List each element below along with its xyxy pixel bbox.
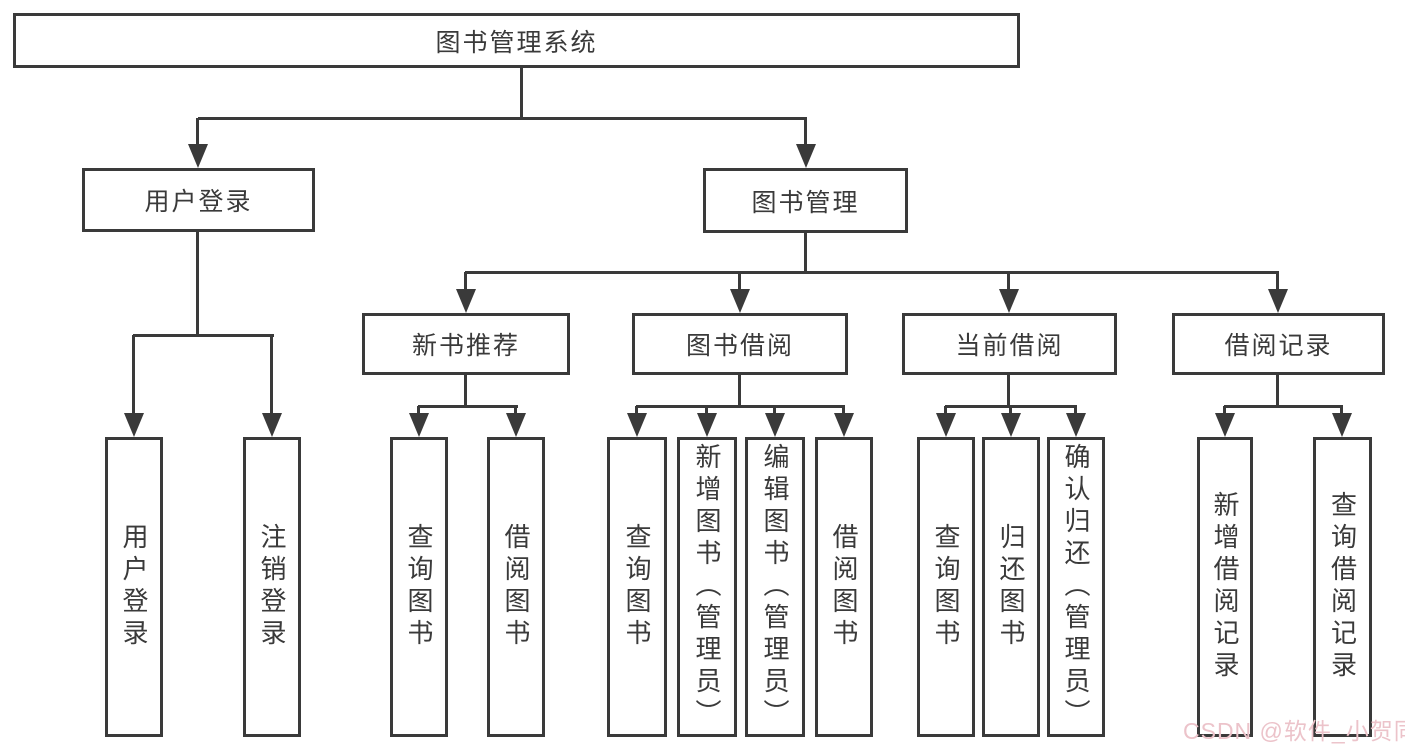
arrow-down-icon [188,144,208,168]
connector-stem [738,375,741,406]
connector-drop [804,118,807,146]
node-current-borrow: 当前借阅 [902,313,1117,375]
connector-drop [1074,406,1077,415]
connector-stem [196,232,199,335]
leaf-borrow-book-newbook: 借阅图书 [487,437,545,737]
arrow-down-icon [1001,413,1021,437]
node-new-book-recommend: 新书推荐 [362,313,570,375]
leaf-add-book-admin: 新增图书（管理员） [677,437,737,737]
leaf-return-book: 归还图书 [982,437,1040,737]
connector-drop [270,335,273,415]
connector-drop [944,406,947,415]
arrow-down-icon [506,413,526,437]
arrow-down-icon [796,144,816,168]
connector-drop [1276,272,1279,291]
arrow-down-icon [262,413,282,437]
connector-drop [738,272,741,291]
leaf-query-borrow-record: 查询借阅记录 [1313,437,1372,737]
connector-stem [1276,375,1279,406]
connector-stem [1007,375,1010,406]
leaf-query-book-newbook: 查询图书 [390,437,448,737]
connector-drop [842,406,845,415]
connector-drop [132,335,135,415]
arrow-down-icon [627,413,647,437]
arrow-down-icon [834,413,854,437]
connector-stem [464,375,467,406]
connector-drop [464,272,467,291]
connector-rail [636,405,845,408]
node-book-borrow: 图书借阅 [632,313,848,375]
connector-stem [804,233,807,272]
connector-drop [1340,406,1343,415]
leaf-borrow-book: 借阅图书 [815,437,873,737]
leaf-query-book-borrow: 查询图书 [607,437,667,737]
connector-drop [514,406,517,415]
leaf-user-login: 用户登录 [105,437,163,737]
connector-drop [1007,272,1010,291]
connector-rail [1224,405,1343,408]
node-book-management: 图书管理 [703,168,908,233]
node-borrow-records: 借阅记录 [1172,313,1385,375]
connector-rail [198,117,807,120]
connector-drop [417,406,420,415]
connector-drop [705,406,708,415]
arrow-down-icon [765,413,785,437]
leaf-confirm-return-admin: 确认归还（管理员） [1047,437,1105,737]
arrow-down-icon [1066,413,1086,437]
arrow-down-icon [999,289,1019,313]
arrow-down-icon [1332,413,1352,437]
connector-rail [418,405,518,408]
connector-drop [1009,406,1012,415]
csdn-watermark: CSDN @软件_小贺同学 [1183,718,1405,744]
connector-rail [465,271,1279,274]
node-user-login: 用户登录 [82,168,315,232]
leaf-add-borrow-record: 新增借阅记录 [1197,437,1253,737]
arrow-down-icon [409,413,429,437]
arrow-down-icon [730,289,750,313]
arrow-down-icon [936,413,956,437]
leaf-logout: 注销登录 [243,437,301,737]
connector-stem [520,68,523,118]
connector-drop [1223,406,1226,415]
arrow-down-icon [456,289,476,313]
arrow-down-icon [1268,289,1288,313]
arrow-down-icon [1215,413,1235,437]
connector-rail [133,334,274,337]
connector-drop [773,406,776,415]
arrow-down-icon [697,413,717,437]
leaf-edit-book-admin: 编辑图书（管理员） [745,437,805,737]
leaf-query-book-current: 查询图书 [917,437,975,737]
node-root-library-system: 图书管理系统 [13,13,1020,68]
connector-drop [635,406,638,415]
connector-drop [196,118,199,146]
arrow-down-icon [124,413,144,437]
